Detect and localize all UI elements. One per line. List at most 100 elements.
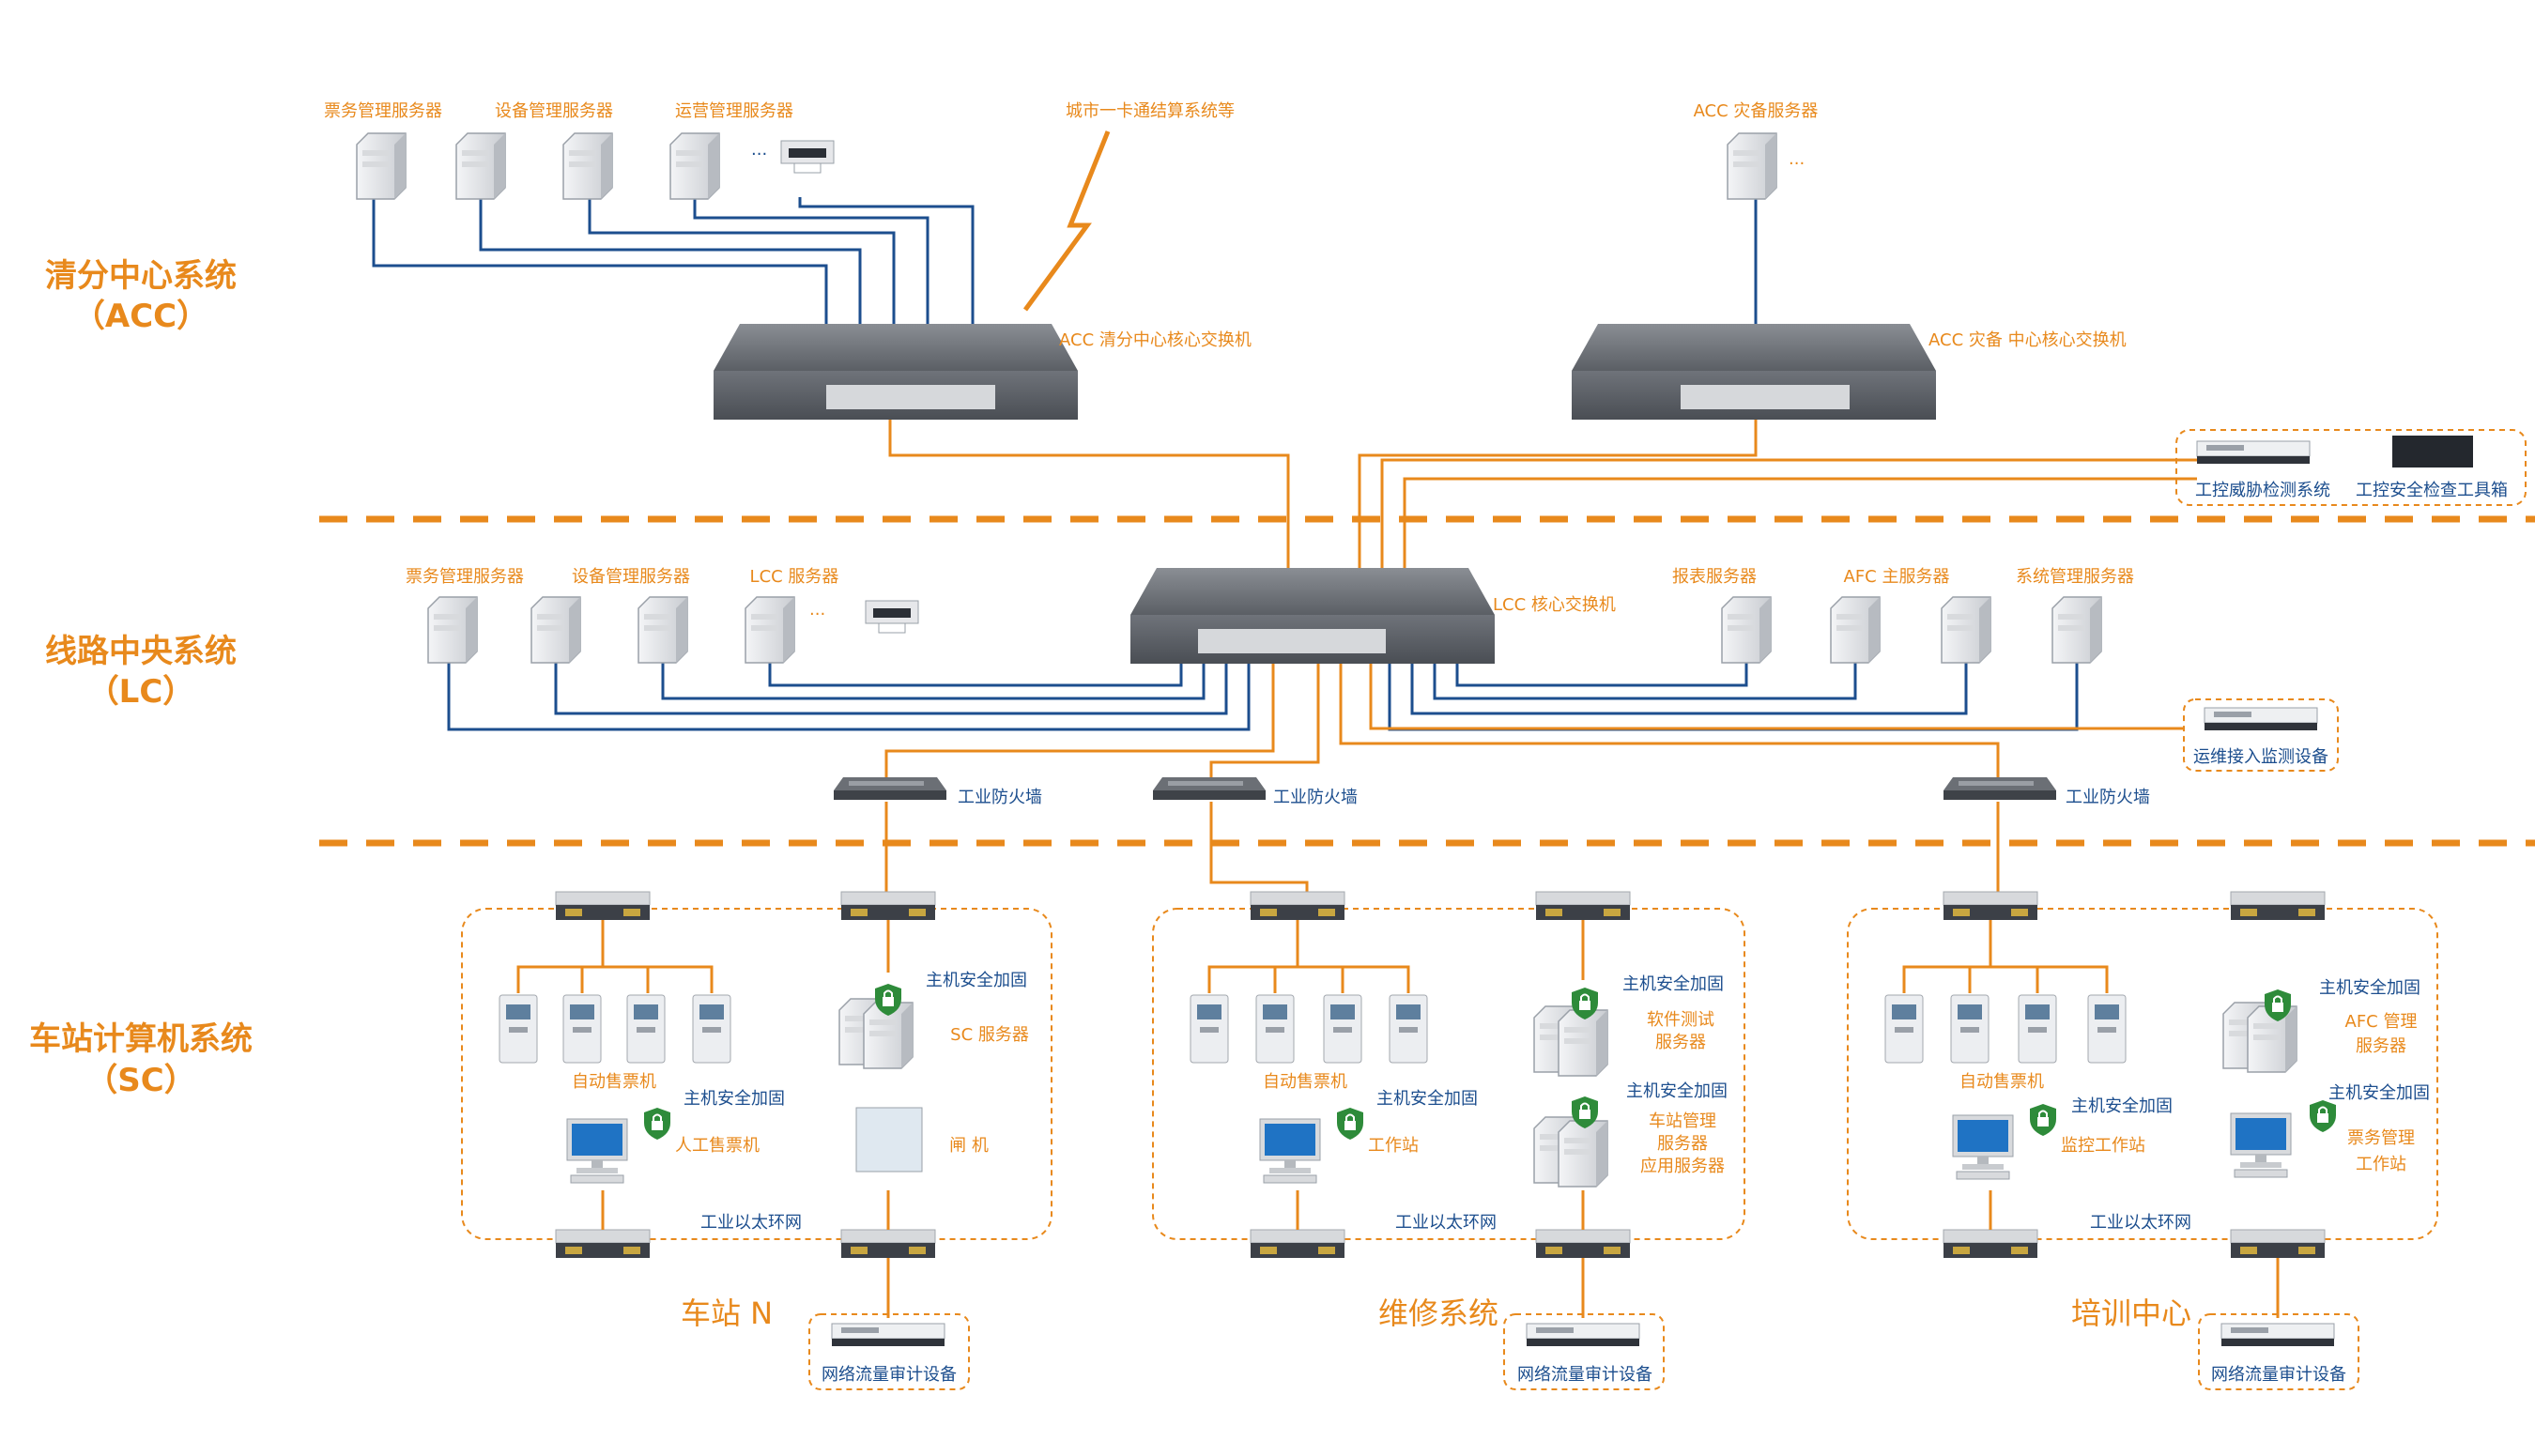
- acc-core-switch: [714, 324, 1078, 420]
- section-title-lc: 线路中央系统: [45, 633, 237, 670]
- acc-links: [372, 184, 1758, 324]
- s2-pc-label: 工作站: [1368, 1136, 1419, 1156]
- firewall-label-3: 工业防火墙: [2066, 788, 2150, 807]
- s2-ring-label: 工业以太环网: [1395, 1213, 1497, 1233]
- ring-switch: [840, 891, 936, 921]
- s3-host-hardening-2: 主机安全加固: [2071, 1096, 2173, 1116]
- lc-fw-links: [884, 664, 2184, 892]
- lc-server-label-2: 设备管理服务器: [572, 567, 690, 587]
- server: [1558, 1009, 1608, 1077]
- ring-switch: [555, 891, 651, 921]
- section-title-sc: 车站计算机系统: [29, 1020, 253, 1058]
- pc: [1259, 1118, 1321, 1184]
- lc-afc-server-2: [1941, 596, 1991, 664]
- ring-switch: [1250, 1229, 1345, 1259]
- tvm: [1950, 994, 1990, 1064]
- ops-monitor-device: [2204, 707, 2318, 731]
- s1-audit-label: 网络流量审计设备: [822, 1365, 957, 1385]
- shield-icon: [2309, 1099, 2337, 1133]
- tvm: [2018, 994, 2057, 1064]
- lc-sys-server: [2051, 596, 2102, 664]
- s1-tvm-label: 自动售票机: [572, 1072, 656, 1092]
- s1-name: 车站 N: [681, 1295, 773, 1331]
- tvm: [562, 994, 602, 1064]
- acc-ticket-server: [356, 132, 407, 200]
- shield-icon: [1336, 1107, 1364, 1141]
- s3-tvm-label: 自动售票机: [1959, 1072, 2044, 1092]
- s2-server2c-label: 应用服务器: [1640, 1157, 1725, 1176]
- s2-server2a-label: 车站管理: [1649, 1111, 1716, 1131]
- acc-core-switch-label: ACC 清分中心核心交换机: [1059, 330, 1252, 350]
- acc-backup-server: [1727, 132, 1777, 200]
- section-sub-acc: （ACC）: [73, 298, 208, 335]
- ops-monitor-label: 运维接入监测设备: [2193, 747, 2328, 767]
- s2-server1b-label: 服务器: [1655, 1033, 1706, 1052]
- shield-icon: [2029, 1103, 2057, 1137]
- lightning-icon: [1022, 130, 1111, 312]
- s3-server2a-label: 票务管理: [2347, 1128, 2415, 1148]
- monitor-toolbox-label: 工控安全检查工具箱: [2356, 481, 2508, 500]
- ring-switch: [1943, 1229, 2038, 1259]
- acc-backup-switch-label: ACC 灾备 中心核心交换机: [1928, 330, 2127, 350]
- s2-server2b-label: 服务器: [1657, 1134, 1708, 1154]
- s3-ring-label: 工业以太环网: [2090, 1213, 2191, 1233]
- lc-afc-label: AFC 主服务器: [1844, 567, 1950, 587]
- section-title-acc: 清分中心系统: [45, 257, 237, 295]
- audit-device: [1526, 1323, 1640, 1347]
- acc-kiosk: [780, 140, 835, 174]
- s1-server-label: SC 服务器: [950, 1025, 1029, 1045]
- lc-ticket-server: [427, 596, 478, 664]
- lc-kiosk: [865, 600, 919, 634]
- s2-server1-label: 软件测试: [1647, 1010, 1714, 1030]
- ring-switch: [2230, 1229, 2326, 1259]
- tvm: [1255, 994, 1295, 1064]
- s3-audit-label: 网络流量审计设备: [2211, 1365, 2346, 1385]
- lc-report-label: 报表服务器: [1672, 567, 1757, 587]
- acc-server-label-3: 运营管理服务器: [675, 101, 793, 121]
- acc-backup-ellipsis: ···: [1789, 154, 1805, 174]
- section-sub-lc: （LC）: [87, 673, 195, 711]
- s3-pc-label: 监控工作站: [2061, 1136, 2145, 1156]
- audit-device: [2220, 1323, 2335, 1347]
- acc-ops-server: [562, 132, 613, 200]
- s2-name: 维修系统: [1378, 1295, 1498, 1331]
- acc-ellipsis: ···: [751, 145, 767, 164]
- gate-icon: [855, 1107, 923, 1172]
- ring-switch: [555, 1229, 651, 1259]
- lc-server-3: [638, 596, 688, 664]
- firewall-1: [834, 777, 946, 800]
- s1-host-hardening-2: 主机安全加固: [684, 1089, 785, 1109]
- s3-host-hardening-1: 主机安全加固: [2319, 978, 2420, 998]
- acc-server-label-2: 设备管理服务器: [495, 101, 613, 121]
- lcc-server: [745, 596, 795, 664]
- tvm: [499, 994, 538, 1064]
- station-n: [461, 891, 1052, 1390]
- monitor-threat-label: 工控威胁检测系统: [2195, 481, 2330, 500]
- ring-switch: [1535, 1229, 1631, 1259]
- acc-lc-links: [888, 420, 2197, 568]
- pc: [2230, 1112, 2292, 1178]
- ring-switch: [1943, 891, 2038, 921]
- firewall-2: [1153, 777, 1266, 800]
- lc-server-label-1: 票务管理服务器: [406, 567, 524, 587]
- acc-backup-switch: [1572, 324, 1936, 420]
- firewall-label-2: 工业防火墙: [1273, 788, 1358, 807]
- ring-switch: [1535, 891, 1631, 921]
- acc-backup-server-label: ACC 灾备服务器: [1694, 101, 1819, 121]
- threat-detector: [2196, 440, 2311, 465]
- s1-pc-label: 人工售票机: [675, 1136, 760, 1156]
- pc: [566, 1118, 628, 1184]
- s3-name: 培训中心: [2071, 1295, 2191, 1331]
- training-center: [1847, 891, 2438, 1390]
- s2-host-hardening-3: 主机安全加固: [1626, 1081, 1728, 1101]
- lc-report-server: [1721, 596, 1772, 664]
- s3-host-hardening-3: 主机安全加固: [2328, 1083, 2430, 1103]
- maintenance-system: [1152, 891, 1745, 1390]
- shield-icon: [643, 1107, 671, 1141]
- s1-host-hardening-1: 主机安全加固: [926, 971, 1027, 990]
- tvm: [1190, 994, 1229, 1064]
- lc-server-label-3: LCC 服务器: [750, 567, 839, 587]
- acc-ops-server-2: [669, 132, 720, 200]
- tvm: [1389, 994, 1428, 1064]
- s1-gate-label: 闸 机: [949, 1136, 989, 1156]
